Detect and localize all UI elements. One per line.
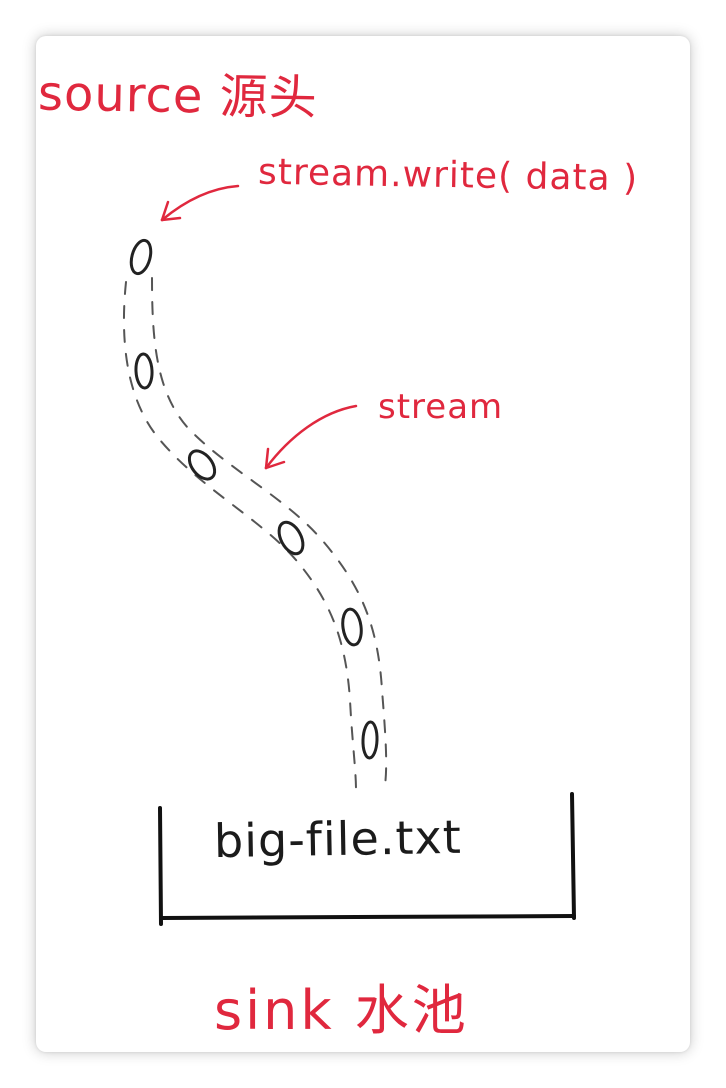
source-label: source 源头 [37,65,319,127]
data-chunk-6 [361,720,379,760]
data-chunk-1 [129,238,153,276]
stream-path-left-rail [122,281,357,791]
stream-arrow [264,404,358,470]
sink-label: sink 水池 [214,979,469,1042]
diagram-card [36,36,690,1052]
data-chunk-5 [341,607,363,647]
sink-container [158,792,576,926]
stream-label: stream [378,387,504,427]
data-chunk-4 [277,520,305,556]
file-name-label: big-file.txt [213,809,463,869]
data-chunk-3 [187,449,217,481]
write-arrow [160,184,240,222]
data-chunk-2 [134,352,154,390]
stream-write-label: stream.write( data ) [257,151,639,200]
